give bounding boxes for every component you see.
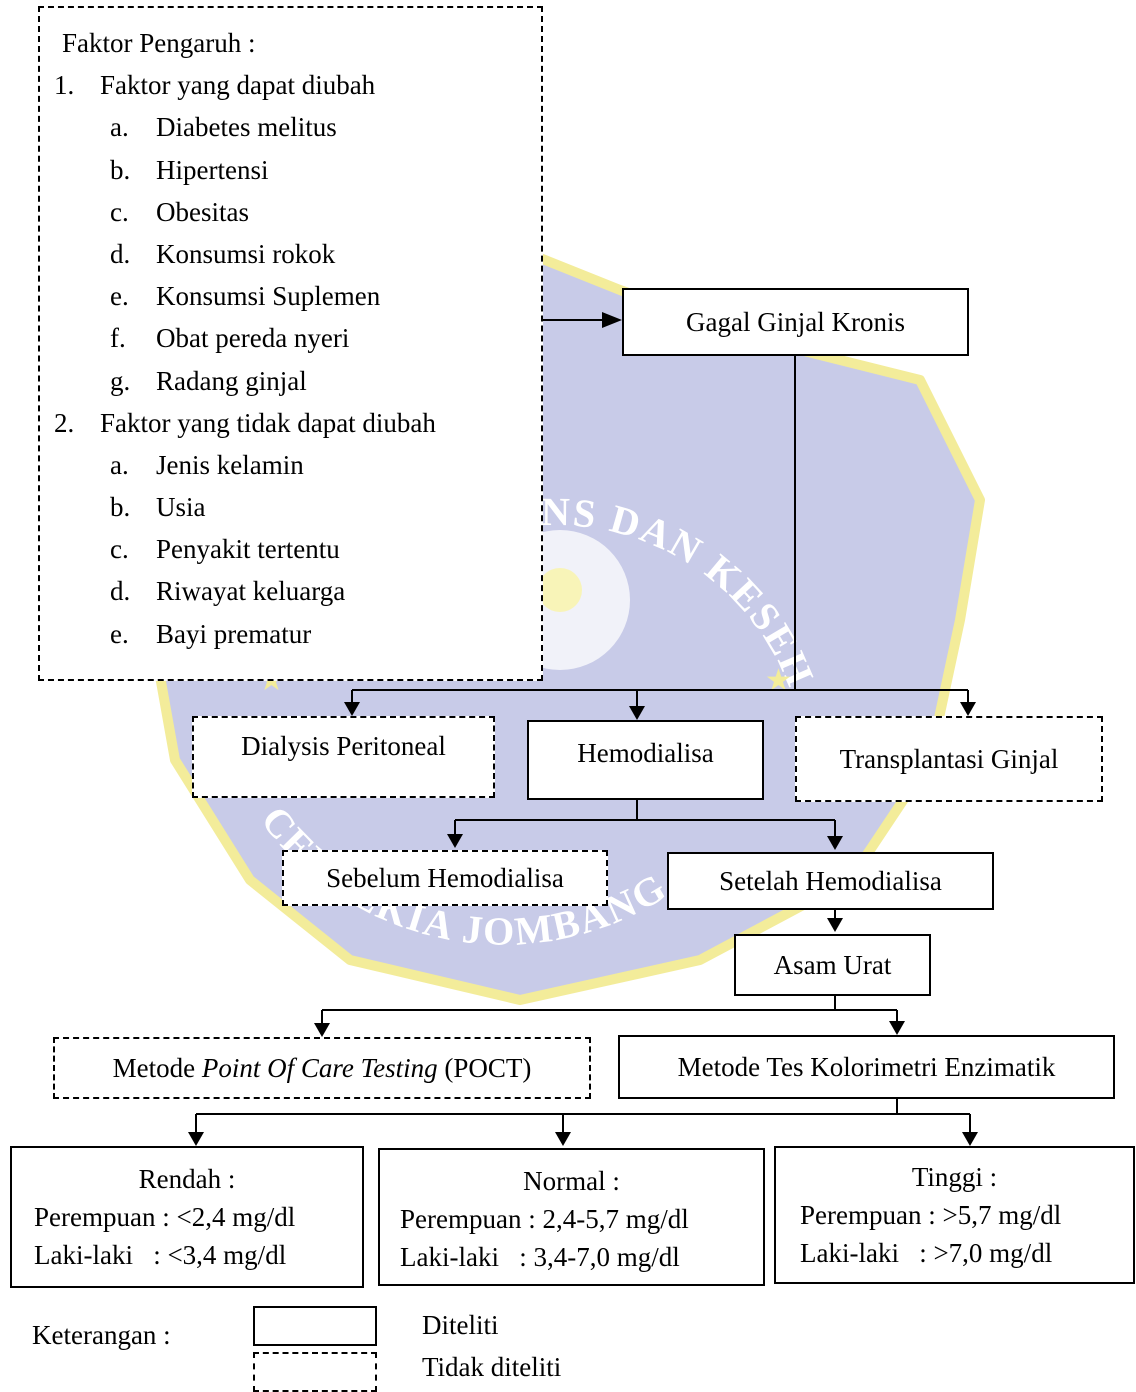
- result-male: Laki-laki : >7,0 mg/dl: [800, 1238, 1053, 1268]
- result-title: Normal :: [523, 1166, 620, 1196]
- item-marker: a.: [110, 449, 129, 480]
- arrowhead-asam: [827, 918, 843, 932]
- node-label: Hemodialisa: [577, 737, 714, 768]
- node-transplantasi-ginjal: Transplantasi Ginjal: [795, 716, 1103, 802]
- result-female: Perempuan : <2,4 mg/dl: [34, 1202, 296, 1232]
- legend-dashed-label: Tidak diteliti: [422, 1352, 562, 1382]
- node-label: Transplantasi Ginjal: [839, 743, 1059, 774]
- node-label-prefix: Metode: [112, 1052, 202, 1083]
- watermark-star-right: ★: [765, 664, 792, 697]
- node-label: Dialysis Peritoneal: [241, 730, 446, 761]
- item-marker: c.: [110, 534, 129, 565]
- item-marker: d.: [110, 238, 131, 269]
- node-gagal-ginjal-kronis: Gagal Ginjal Kronis: [622, 288, 969, 356]
- factor-item: Diabetes melitus: [156, 112, 337, 143]
- result-box-tinggi: Tinggi : Perempuan : >5,7 mg/dl Laki-lak…: [774, 1146, 1135, 1284]
- arrowhead-rendah: [188, 1132, 204, 1146]
- factor-item: Konsumsi rokok: [156, 238, 336, 269]
- item-marker: b.: [110, 154, 131, 185]
- item-marker: e.: [110, 281, 129, 312]
- node-hemodialisa: Hemodialisa: [527, 720, 764, 800]
- arrowhead-transplantasi: [960, 702, 976, 716]
- result-box-normal: Normal : Perempuan : 2,4-5,7 mg/dl Laki-…: [378, 1148, 765, 1286]
- arrowhead-sebelum: [447, 834, 463, 848]
- arrowhead-hemodialisa: [629, 706, 645, 720]
- arrowhead-poct: [314, 1023, 330, 1037]
- arrowhead-normal: [555, 1132, 571, 1146]
- result-female: Perempuan : 2,4-5,7 mg/dl: [400, 1204, 689, 1234]
- item-marker: e.: [110, 618, 129, 649]
- factor-item: Obat pereda nyeri: [156, 323, 350, 354]
- node-metode-poct: Metode Point Of Care Testing (POCT): [53, 1037, 591, 1099]
- item-marker: f.: [110, 323, 126, 354]
- arrowhead-ggk: [602, 312, 622, 328]
- node-label: Asam Urat: [773, 949, 892, 980]
- item-marker: g.: [110, 365, 131, 396]
- item-marker: b.: [110, 492, 131, 523]
- factor-item: Obesitas: [156, 196, 249, 227]
- node-label-suffix: (POCT): [437, 1052, 532, 1083]
- result-male: Laki-laki : 3,4-7,0 mg/dl: [400, 1242, 680, 1272]
- node-label: Gagal Ginjal Kronis: [686, 306, 905, 337]
- arrowhead-tinggi: [962, 1132, 978, 1146]
- arrowhead-dialysis: [344, 702, 360, 716]
- factor-item: Penyakit tertentu: [156, 534, 340, 565]
- legend-swatch-solid: [253, 1306, 377, 1346]
- legend-label: Keterangan :: [32, 1320, 171, 1350]
- arrowhead-kolorimetri: [889, 1021, 905, 1035]
- factor-item: Bayi prematur: [156, 618, 312, 649]
- group-label-modifiable: Faktor yang dapat diubah: [100, 70, 376, 101]
- factor-item: Riwayat keluarga: [156, 576, 346, 607]
- item-marker: d.: [110, 576, 131, 607]
- result-female: Perempuan : >5,7 mg/dl: [800, 1200, 1062, 1230]
- legend-solid-label: Diteliti: [422, 1310, 499, 1340]
- result-male: Laki-laki : <3,4 mg/dl: [34, 1240, 287, 1270]
- result-title: Rendah :: [138, 1164, 236, 1194]
- factors-title: Faktor Pengaruh :: [62, 28, 256, 58]
- result-box-rendah: Rendah : Perempuan : <2,4 mg/dl Laki-lak…: [10, 1146, 364, 1288]
- factor-item: Usia: [156, 492, 206, 523]
- node-asam-urat: Asam Urat: [734, 934, 931, 996]
- node-sebelum-hemodialisa: Sebelum Hemodialisa: [282, 850, 608, 906]
- node-label: Sebelum Hemodialisa: [326, 862, 564, 893]
- node-label-italic: Point Of Care Testing: [201, 1052, 438, 1083]
- group-number: 2.: [54, 407, 75, 438]
- node-metode-kolorimetri: Metode Tes Kolorimetri Enzimatik: [618, 1035, 1115, 1099]
- node-label: Setelah Hemodialisa: [719, 865, 942, 896]
- item-marker: c.: [110, 196, 129, 227]
- group-number: 1.: [54, 70, 75, 101]
- factor-item: Konsumsi Suplemen: [156, 281, 381, 312]
- legend-swatch-dashed: [253, 1352, 377, 1392]
- factor-item: Jenis kelamin: [156, 449, 304, 480]
- factor-item: Hipertensi: [156, 154, 269, 185]
- factor-item: Radang ginjal: [156, 365, 307, 396]
- node-setelah-hemodialisa: Setelah Hemodialisa: [667, 852, 994, 910]
- arrowhead-setelah: [827, 836, 843, 850]
- group-label-unmodifiable: Faktor yang tidak dapat diubah: [100, 407, 436, 438]
- factors-box: Faktor Pengaruh : 1. Faktor yang dapat d…: [38, 6, 543, 681]
- node-label: Metode Tes Kolorimetri Enzimatik: [677, 1051, 1056, 1082]
- node-dialysis-peritoneal: Dialysis Peritoneal: [192, 716, 495, 798]
- watermark-emblem-center: [538, 568, 582, 612]
- item-marker: a.: [110, 112, 129, 143]
- result-title: Tinggi :: [911, 1162, 998, 1192]
